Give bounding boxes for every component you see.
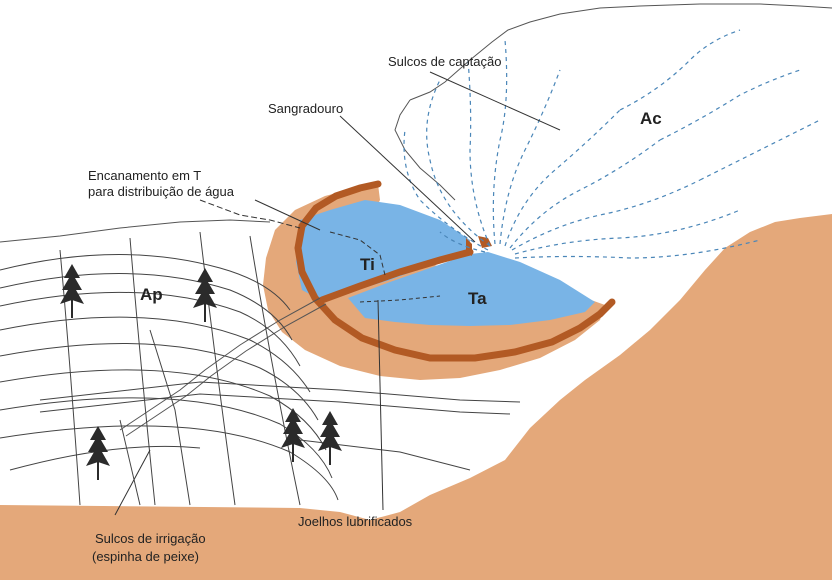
- label-sulcos-irrigacao-2: (espinha de peixe): [92, 549, 199, 564]
- label-joelhos: Joelhos lubrificados: [298, 514, 413, 529]
- label-ap: Ap: [140, 285, 163, 304]
- label-sangradouro: Sangradouro: [268, 101, 343, 116]
- field-edge: [0, 220, 270, 242]
- leader-irrigacao: [115, 450, 150, 515]
- label-encanamento-1: Encanamento em T: [88, 168, 201, 183]
- tree-icon: [281, 408, 305, 462]
- label-sulcos-captacao: Sulcos de captação: [388, 54, 501, 69]
- label-ac: Ac: [640, 109, 662, 128]
- label-ti: Ti: [360, 255, 375, 274]
- hill-outline: [410, 4, 832, 100]
- tree-icon: [193, 268, 217, 322]
- label-sulcos-irrigacao-1: Sulcos de irrigação: [95, 531, 206, 546]
- tree-icon: [318, 411, 342, 465]
- leader-sulcos-captacao: [430, 72, 560, 130]
- label-ta: Ta: [468, 289, 487, 308]
- label-encanamento-2: para distribuição de água: [88, 184, 235, 199]
